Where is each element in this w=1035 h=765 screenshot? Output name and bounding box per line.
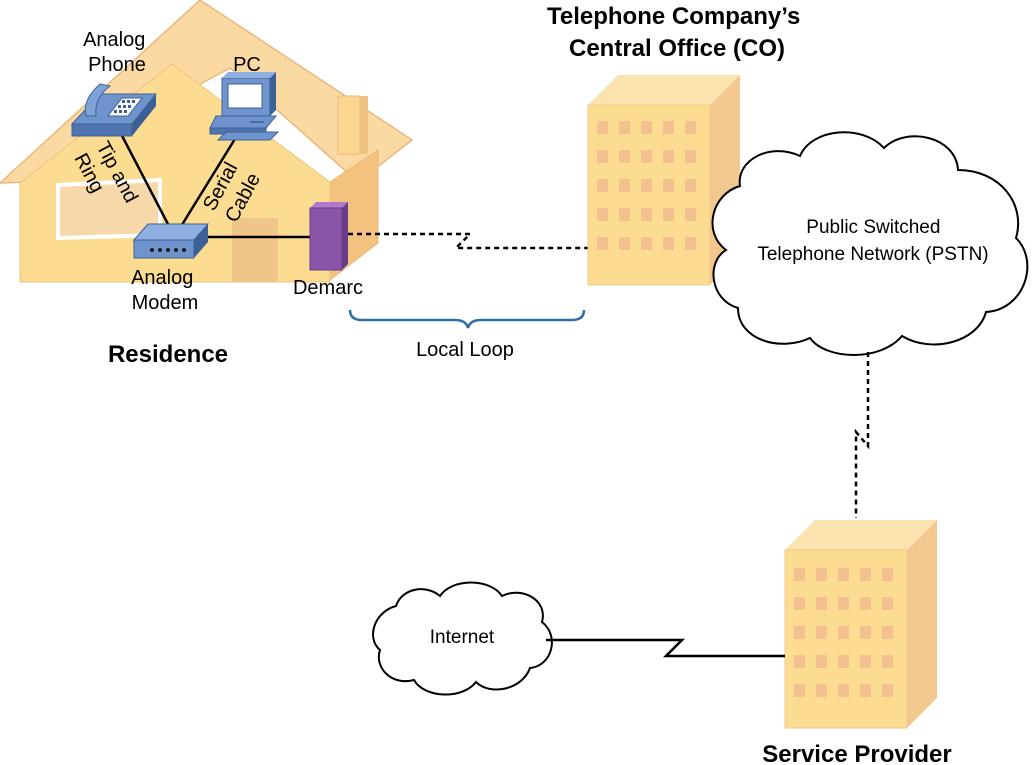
sp-window bbox=[882, 568, 893, 581]
pstn-provider-link bbox=[854, 352, 870, 518]
sp-window bbox=[794, 597, 805, 610]
residence-title: Residence bbox=[108, 341, 228, 368]
house-chimney bbox=[337, 95, 361, 155]
residence-house bbox=[0, 0, 414, 283]
analog-modem-label: Analog Modem bbox=[131, 267, 199, 314]
sp-window bbox=[794, 568, 805, 581]
co-window bbox=[663, 150, 674, 163]
sp-window bbox=[860, 568, 871, 581]
sp-window bbox=[794, 684, 805, 697]
co-window bbox=[619, 208, 630, 221]
co-window bbox=[685, 150, 696, 163]
co-window bbox=[619, 237, 630, 250]
sp-window bbox=[794, 655, 805, 668]
sp-window bbox=[838, 626, 849, 639]
co-window bbox=[685, 208, 696, 221]
local-loop-label: Local Loop bbox=[416, 339, 514, 361]
house-wiring bbox=[116, 127, 310, 239]
co-window bbox=[685, 121, 696, 134]
sp-window bbox=[860, 655, 871, 668]
pc-label: PC bbox=[233, 54, 261, 76]
co-window bbox=[619, 150, 630, 163]
sp-window bbox=[882, 684, 893, 697]
service-provider-building bbox=[784, 520, 937, 729]
co-window bbox=[641, 208, 652, 221]
sp-window bbox=[860, 684, 871, 697]
analog-modem-icon bbox=[132, 223, 210, 259]
sp-window bbox=[816, 597, 827, 610]
service-provider-title: Service Provider bbox=[762, 741, 951, 765]
co-window bbox=[685, 237, 696, 250]
co-window bbox=[685, 179, 696, 192]
co-window bbox=[597, 121, 608, 134]
sp-window bbox=[882, 655, 893, 668]
sp-window bbox=[816, 626, 827, 639]
co-window bbox=[597, 179, 608, 192]
pc-icon bbox=[209, 72, 280, 141]
co-window bbox=[641, 121, 652, 134]
sp-window bbox=[882, 597, 893, 610]
pstn-label: Public Switched Telephone Network (PSTN) bbox=[757, 217, 988, 265]
co-window bbox=[597, 208, 608, 221]
co-window bbox=[641, 150, 652, 163]
sp-window bbox=[838, 684, 849, 697]
sp-window bbox=[838, 655, 849, 668]
local-loop-bracket bbox=[348, 309, 586, 329]
co-window bbox=[663, 179, 674, 192]
sp-window bbox=[860, 626, 871, 639]
demarc-label: Demarc bbox=[293, 277, 363, 299]
sp-window bbox=[838, 568, 849, 581]
co-window bbox=[663, 237, 674, 250]
sp-window bbox=[816, 568, 827, 581]
co-window bbox=[597, 237, 608, 250]
internet-cloud bbox=[372, 581, 553, 696]
analog-phone-icon bbox=[70, 83, 158, 137]
pstn-cloud bbox=[711, 131, 1029, 356]
house-door bbox=[232, 218, 278, 282]
co-window bbox=[663, 121, 674, 134]
local-loop-link bbox=[348, 232, 590, 250]
internet-label: Internet bbox=[430, 627, 495, 648]
sp-window bbox=[860, 597, 871, 610]
central-office-title: Telephone Company’s Central Office (CO) bbox=[547, 3, 807, 62]
analog-phone-label: Analog Phone bbox=[83, 29, 151, 76]
sp-window bbox=[816, 684, 827, 697]
central-office-building bbox=[587, 75, 740, 286]
sp-window bbox=[816, 655, 827, 668]
sp-window bbox=[882, 626, 893, 639]
co-window bbox=[663, 208, 674, 221]
sp-window bbox=[794, 626, 805, 639]
co-window bbox=[619, 179, 630, 192]
co-window bbox=[597, 150, 608, 163]
co-window bbox=[641, 237, 652, 250]
co-window bbox=[641, 179, 652, 192]
internet-provider-link bbox=[546, 638, 785, 658]
sp-window bbox=[838, 597, 849, 610]
co-window bbox=[619, 121, 630, 134]
demarc-icon bbox=[309, 202, 348, 271]
